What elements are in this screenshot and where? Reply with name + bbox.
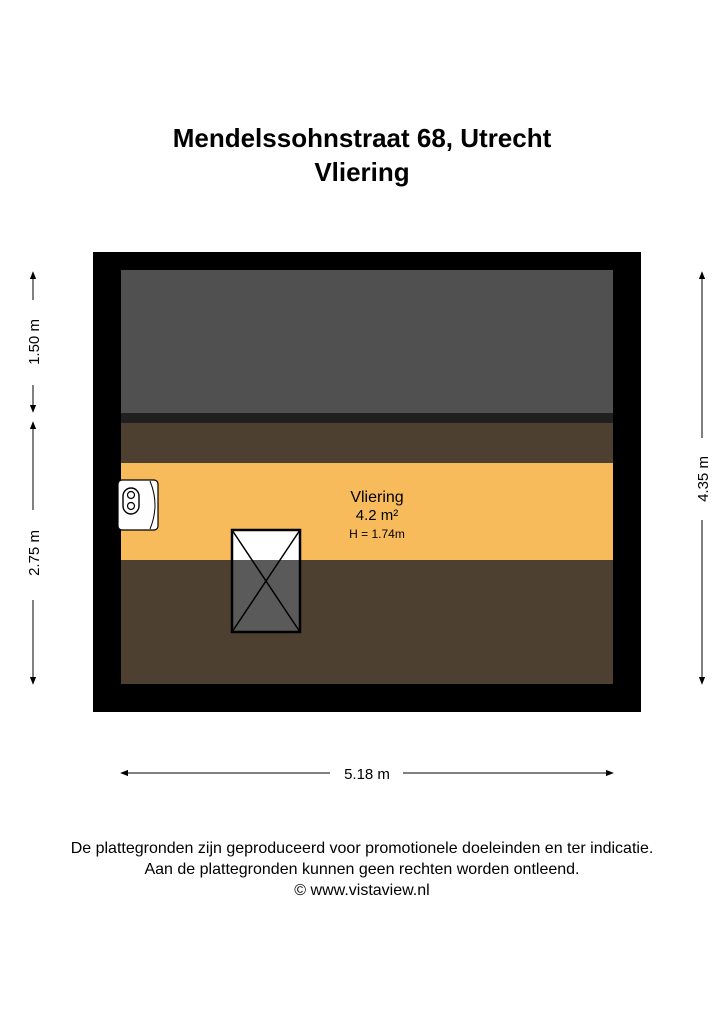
dimension-left-top-label: 1.50 m (26, 319, 43, 365)
dimension-right-label: 4.35 m (695, 456, 712, 502)
floor-title: Vliering (314, 157, 410, 187)
standing-height-zone (121, 463, 613, 560)
room-height: H = 1.74m (349, 527, 405, 541)
dimension-left-bottom: 2.75 m (26, 421, 43, 685)
boiler-icon (117, 479, 159, 531)
dimension-left-top: 1.50 m (26, 271, 43, 413)
copyright-link[interactable]: © www.vistaview.nl (294, 882, 430, 899)
low-headroom-zone-top (121, 423, 613, 463)
dimension-left-bottom-label: 2.75 m (26, 530, 43, 576)
disclaimer-line-2: Aan de plattegronden kunnen geen rechten… (144, 861, 580, 878)
room-area: 4.2 m² (356, 507, 399, 524)
low-headroom-zone-bottom (121, 560, 613, 684)
roof-slope-area (121, 270, 613, 413)
attic-hatch[interactable] (230, 528, 302, 634)
dimension-bottom-label: 5.18 m (344, 766, 390, 783)
disclaimer-line-1: De plattegronden zijn geproduceerd voor … (70, 840, 654, 857)
roof-edge-beam (121, 413, 613, 423)
page-title: Mendelssohnstraat 68, Utrecht (172, 123, 552, 153)
room-name: Vliering (350, 489, 403, 506)
dimension-bottom: 5.18 m (120, 766, 614, 783)
dimension-right: 4.35 m (695, 271, 712, 685)
